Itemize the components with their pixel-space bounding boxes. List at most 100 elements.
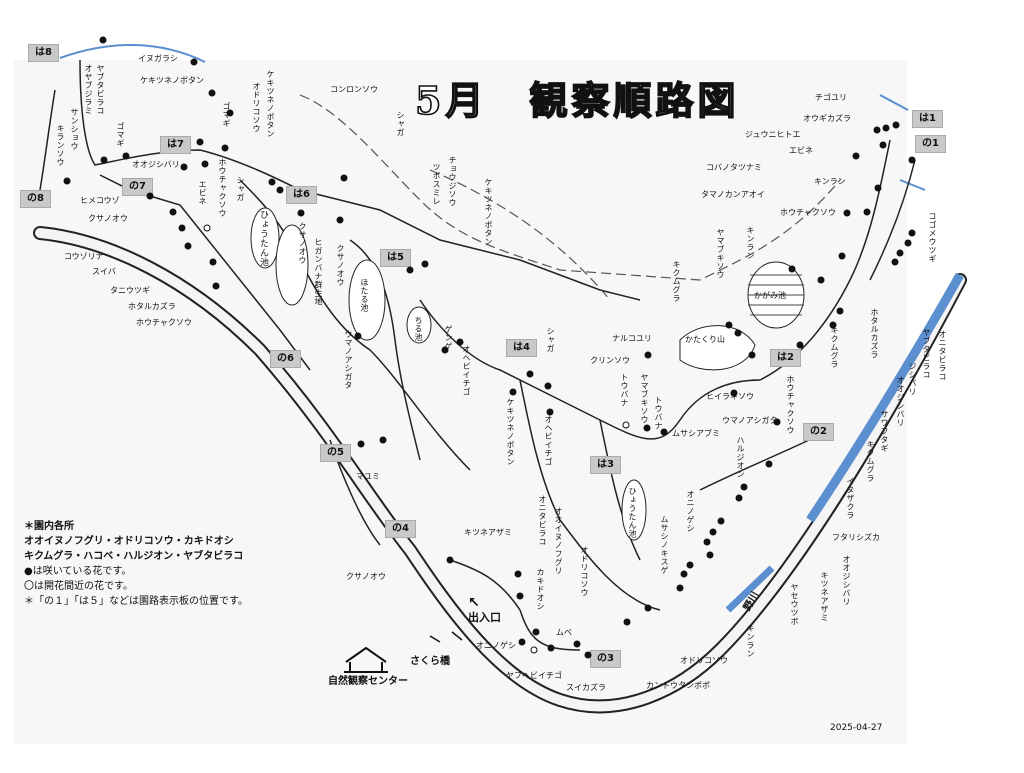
plant-label: スイカズラ [566,683,606,692]
bloom-dot [532,628,540,636]
bloom-dot [336,216,344,224]
plant-label: ヤマブキソウ [640,373,649,424]
bloom-dot [212,282,220,290]
plant-label: ヤマブキソウ [716,228,725,279]
bloom-dot [643,424,651,432]
plant-label: オニノゲシ [686,490,695,533]
bloom-dot [169,208,177,216]
bloom-dot [773,418,781,426]
sign-no5: の5 [320,444,351,462]
bloom-dot [660,428,668,436]
plant-label: ヒイラギソウ [706,392,754,401]
plant-label: ケキツネノボタン [140,76,204,85]
bloom-dot [891,258,899,266]
plant-label: クサノオウ [298,222,307,265]
center-building-icon [344,646,388,673]
plant-label: オオジシバリ [896,376,905,427]
soon-dot [622,421,630,429]
bloom-dot [518,638,526,646]
plant-label: サワフタギ [880,410,889,453]
plant-label: キツネアザミ [820,571,829,622]
bloom-dot [735,494,743,502]
plant-label: オヤブジラミ [84,64,93,115]
soon-dot [530,646,538,654]
plant-label: ツボスミレ [432,163,441,206]
plant-label: ホウチャクソウ [786,375,795,435]
sign-no3: の3 [590,650,621,668]
bloom-dot [873,126,881,134]
label-hagi-pond: ちる池 [414,316,423,342]
plant-label: ムサシアブミ [672,429,720,438]
plant-label: チョウジソウ [448,156,457,207]
bloom-dot [546,408,554,416]
bloom-dot [573,640,581,648]
plant-label: ウマノアシガタ [722,416,778,425]
bloom-dot [740,483,748,491]
river-band [806,272,964,523]
bloom-dot [838,252,846,260]
pond-hotaru [348,259,386,341]
bloom-dot [796,341,804,349]
legend-bloom: ●は咲いている花です。 [24,566,132,577]
plant-label: キンラン [746,624,755,658]
sign-no2: の2 [803,423,834,441]
bloom-dot [908,229,916,237]
perimeter-road [33,226,967,714]
sign-ha4: は4 [506,339,537,357]
plant-label: ホウチャクソウ [218,158,227,218]
bloom-dot [201,160,209,168]
bloom-dot [268,178,276,186]
plant-label: クサノオウ [88,214,128,223]
plant-label: ヒガンバナ群生地 [314,238,323,306]
plant-label: チゴユリ [815,93,847,102]
plant-label: ゲンゲ [444,325,453,351]
legend-soon: 〇は開花間近の花です。 [24,581,133,592]
bloom-dot [514,570,522,578]
bloom-dot [829,321,837,329]
bloom-dot [709,528,717,536]
plant-label: ジュウニヒトエ [745,130,801,139]
legend-note: ＊「の１」「は５」などは園路表示板の位置です。 [24,596,248,607]
bloom-dot [788,265,796,273]
bloom-dot [843,209,851,217]
label-hyotan-pond: ひょうたん池 [258,210,268,267]
bloom-dot [226,109,234,117]
plant-label: ヤブタビラコ [922,328,931,379]
plant-label: キンラン [746,226,755,260]
bloom-dot [146,192,154,200]
bloom-dot [836,307,844,315]
bloom-dot [208,89,216,97]
bloom-dot [706,551,714,559]
bloom-dot [904,239,912,247]
legend: ＊園内各所 オオイヌノフグリ・オドリコソウ・カキドオシ キクムグラ・ハコベ・ハル… [24,519,248,609]
bloom-dot [817,276,825,284]
plant-label: マユミ [356,472,380,481]
bloom-dot [297,209,305,217]
sign-ha5: は5 [380,249,411,267]
bloom-dot [874,184,882,192]
plant-label: ムサシノキスゲ [660,515,669,575]
plant-label: オニタビラコ [938,330,947,381]
bloom-dot [196,138,204,146]
plant-label: オニノゲシ [476,641,516,650]
bloom-dot [703,538,711,546]
plant-label: コゴメウツギ [928,212,937,263]
label-hyotan-pond-2: ひょうたん池 [628,487,637,538]
bloom-dot [644,604,652,612]
sign-ha2: は2 [770,349,801,367]
plant-label: オオジシバリ [132,160,180,169]
bloom-dot [99,36,107,44]
plant-label: ハルジオン [736,436,745,479]
plant-label: ゴマギ [116,122,125,148]
bloom-dot [221,144,229,152]
plant-label: オニタビラコ [538,495,547,546]
bloom-dot [896,249,904,257]
pond-hagi [406,306,432,344]
plant-label: トウバナ [620,373,629,407]
plant-label: トウバナ [654,396,663,430]
plant-label: ムベ [556,628,572,637]
bloom-dot [276,186,284,194]
bloom-dot [908,156,916,164]
plant-label: ナルコユリ [612,334,652,343]
